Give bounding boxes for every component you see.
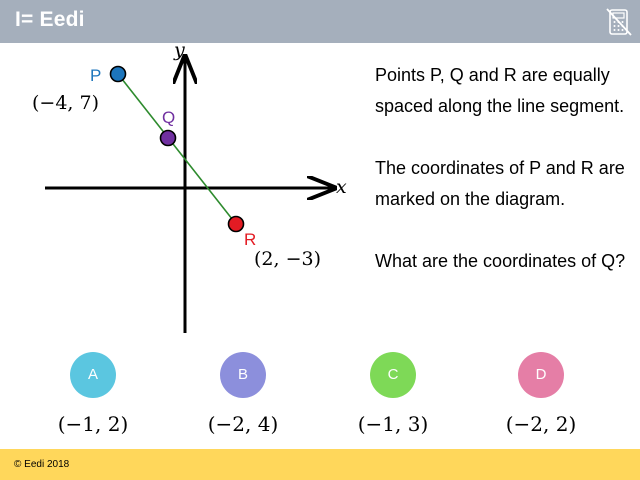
point-r-coordinates: (2, −3) (254, 248, 321, 270)
point-q (159, 129, 177, 147)
option-c-answer: (−1, 3) (357, 412, 429, 436)
y-axis-label: y (173, 43, 185, 61)
option-d-answer: (−2, 2) (505, 412, 577, 436)
option-c-bubble[interactable]: C (370, 352, 416, 398)
option-b[interactable]: B (−2, 4) (188, 352, 298, 436)
option-b-answer: (−2, 4) (207, 412, 279, 436)
option-a-bubble[interactable]: A (70, 352, 116, 398)
option-a-answer: (−1, 2) (57, 412, 129, 436)
option-b-bubble[interactable]: B (220, 352, 266, 398)
footer-bar: © Eedi 2018 (0, 449, 640, 480)
point-p (109, 65, 127, 83)
question-line-1: Points P, Q and R are equally spaced alo… (375, 65, 625, 116)
question-line-3: What are the coordinates of Q? (375, 251, 626, 271)
point-q-name: Q (162, 108, 175, 127)
line-segment-pr (117, 73, 237, 225)
point-p-coordinates: (−4, 7) (32, 92, 99, 114)
question-text: Points P, Q and R are equally spaced alo… (375, 60, 637, 308)
point-p-name: P (90, 66, 101, 85)
coordinate-diagram: x y P Q R (−4, 7) (2, −3) (32, 43, 347, 333)
point-r-name: R (244, 230, 256, 249)
question-line-2: The coordinates of P and R are marked on… (375, 158, 625, 209)
point-r (227, 215, 245, 233)
eedi-logo[interactable]: I= Eedi (15, 8, 85, 31)
header-bar: I= Eedi (0, 0, 640, 43)
option-c[interactable]: C (−1, 3) (338, 352, 448, 436)
x-axis-label: x (336, 176, 347, 198)
option-d[interactable]: D (−2, 2) (486, 352, 596, 436)
option-d-bubble[interactable]: D (518, 352, 564, 398)
option-a[interactable]: A (−1, 2) (38, 352, 148, 436)
copyright-text: © Eedi 2018 (14, 459, 70, 470)
calculator-crossed-icon[interactable] (606, 8, 632, 36)
